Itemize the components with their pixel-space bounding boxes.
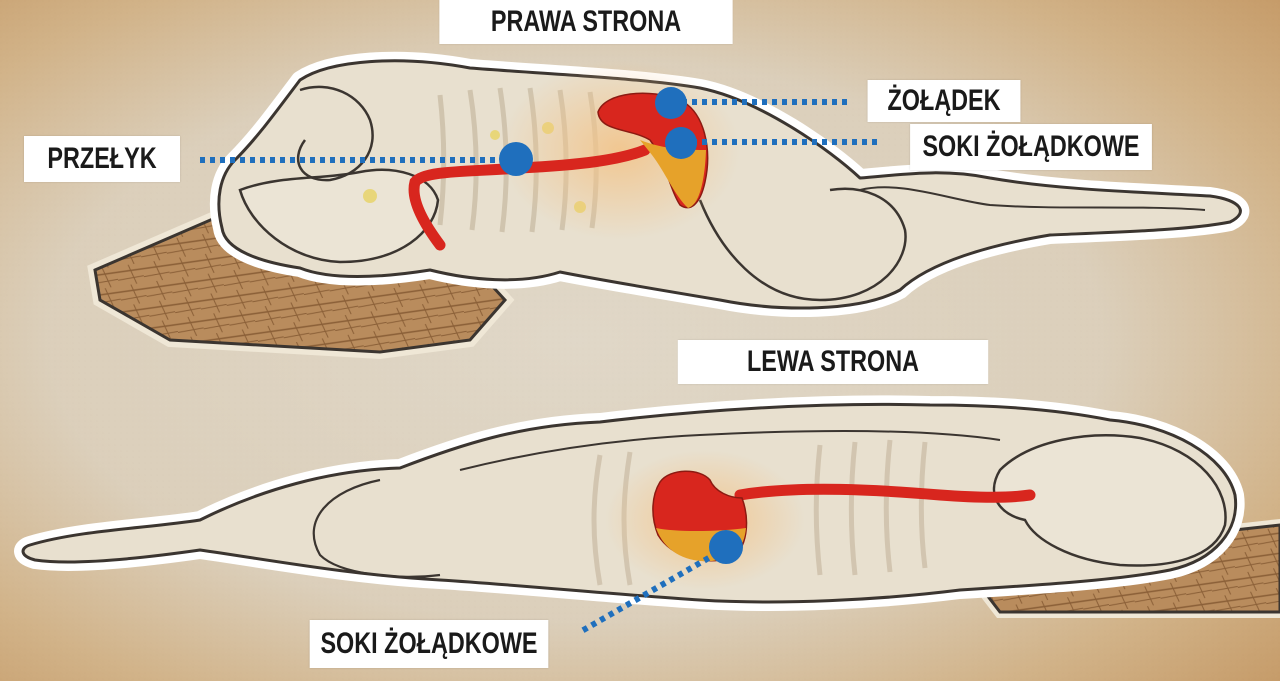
label-right-side: PRAWA STRONA (439, 0, 733, 44)
label-left-side-text: LEWA STRONA (746, 345, 920, 378)
label-left-side: LEWA STRONA (677, 340, 989, 384)
label-gastric-juices-bottom-text: SOKI ŻOŁĄDKOWE (320, 627, 538, 660)
label-gastric-juices-bottom: SOKI ŻOŁĄDKOWE (309, 620, 549, 668)
label-stomach-text: ŻOŁĄDEK (887, 84, 1001, 117)
leader-gastric-juices-bottom (578, 545, 728, 635)
label-stomach: ŻOŁĄDEK (867, 80, 1021, 122)
circle-marker-icon (665, 127, 697, 159)
circle-marker-icon (655, 87, 687, 119)
label-gastric-juices-top: SOKI ŻOŁĄDKOWE (910, 124, 1152, 170)
circle-marker-icon (499, 142, 533, 176)
label-gastric-juices-top-text: SOKI ŻOŁĄDKOWE (922, 130, 1140, 163)
label-right-side-text: PRAWA STRONA (490, 5, 682, 38)
label-esophagus-text: PRZEŁYK (47, 142, 157, 175)
circle-marker-icon (709, 530, 743, 564)
digestive-tract-top (408, 60, 740, 251)
label-esophagus: PRZEŁYK (24, 136, 180, 182)
